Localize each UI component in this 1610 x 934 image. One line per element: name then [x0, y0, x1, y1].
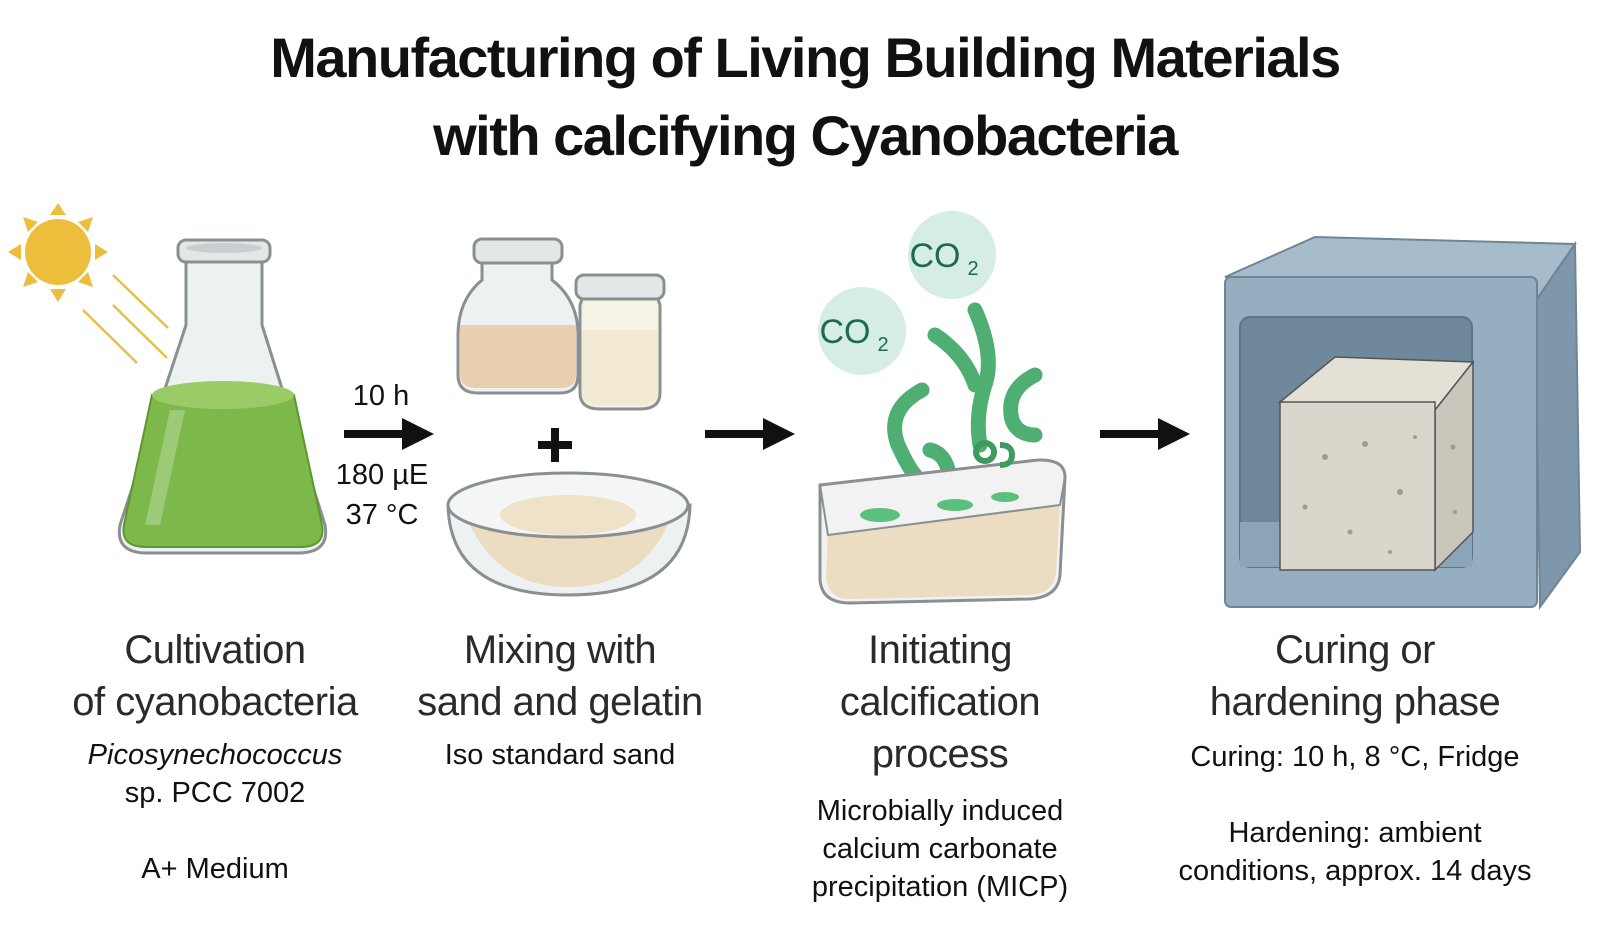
stage-2-title-line: Mixing with	[463, 628, 657, 672]
stage-3-description-line: precipitation (MICP)	[811, 871, 1069, 903]
plus-icon	[538, 428, 572, 462]
growth-medium: A+ Medium	[141, 853, 289, 885]
stage-3-title-line: calcification	[839, 680, 1041, 724]
stage-3-description: Microbially induced calcium carbonate pr…	[760, 792, 1120, 906]
strain-name: sp. PCC 7002	[124, 777, 306, 809]
mixing-bowl-icon	[446, 471, 692, 597]
co2-bubble-icon: CO 2	[908, 211, 996, 299]
diagram-title-line-2: with calcifying Cyanobacteria	[433, 104, 1178, 167]
calcification-illustration: CO 2 CO 2	[818, 211, 1067, 605]
arrow-right-icon	[705, 418, 795, 450]
co2-subscript: 2	[967, 258, 978, 280]
diagram-title-line-1: Manufacturing of Living Building Materia…	[270, 26, 1341, 89]
stage-1-description: Picosynechococcus sp. PCC 7002 A+ Medium	[50, 736, 380, 888]
curing-conditions: Curing: 10 h, 8 °C, Fridge	[1190, 741, 1520, 773]
stage-3-title-line: Initiating	[868, 628, 1012, 672]
arrow-right-icon	[344, 418, 434, 450]
co2-bubble-icon: CO 2	[818, 287, 906, 375]
erlenmeyer-flask-icon	[117, 238, 328, 555]
transition-light-intensity: 180 µE	[335, 459, 429, 491]
sand-type: Iso standard sand	[444, 739, 676, 771]
stage-4-title-line: hardening phase	[1209, 680, 1501, 724]
stage-4-description: Curing: 10 h, 8 °C, Fridge Hardening: am…	[1135, 738, 1575, 890]
stage-2-title: Mixing with sand and gelatin	[395, 624, 725, 728]
cultivation-illustration	[8, 203, 328, 555]
curing-illustration	[1224, 235, 1582, 611]
tray-icon	[818, 458, 1067, 605]
stage-3-description-line: Microbially induced	[816, 795, 1064, 827]
sun-icon	[8, 203, 108, 302]
hardening-conditions: conditions, approx. 14 days	[1178, 855, 1532, 887]
concrete-cube-icon	[1278, 356, 1475, 572]
stage-3-description-line: calcium carbonate	[822, 833, 1058, 865]
co2-label: CO	[910, 237, 961, 275]
stage-3-title: Initiating calcification process	[760, 624, 1120, 780]
transition-duration: 10 h	[352, 380, 410, 412]
stage-1-title: Cultivation of cyanobacteria	[50, 624, 380, 728]
hardening-conditions: Hardening: ambient	[1228, 817, 1482, 849]
stage-1-title-line: of cyanobacteria	[72, 680, 358, 724]
gelatin-jar-icon	[574, 273, 666, 411]
mixing-illustration	[446, 237, 692, 597]
light-rays-icon	[82, 274, 169, 364]
stage-2-title-line: sand and gelatin	[417, 680, 703, 724]
stage-3-title-line: process	[871, 732, 1009, 776]
co2-subscript: 2	[877, 334, 888, 356]
co2-label: CO	[820, 313, 871, 351]
stage-4-title-line: Curing or	[1274, 628, 1436, 672]
stage-2-description: Iso standard sand	[395, 736, 725, 774]
stage-1-title-line: Cultivation	[124, 628, 306, 672]
sand-jar-icon	[456, 237, 580, 395]
stage-4-title: Curing or hardening phase	[1165, 624, 1545, 728]
transition-temperature: 37 °C	[345, 499, 419, 531]
cyanobacteria-cell-icon	[973, 440, 1016, 468]
species-name: Picosynechococcus	[87, 739, 343, 771]
arrow-right-icon	[1100, 418, 1190, 450]
